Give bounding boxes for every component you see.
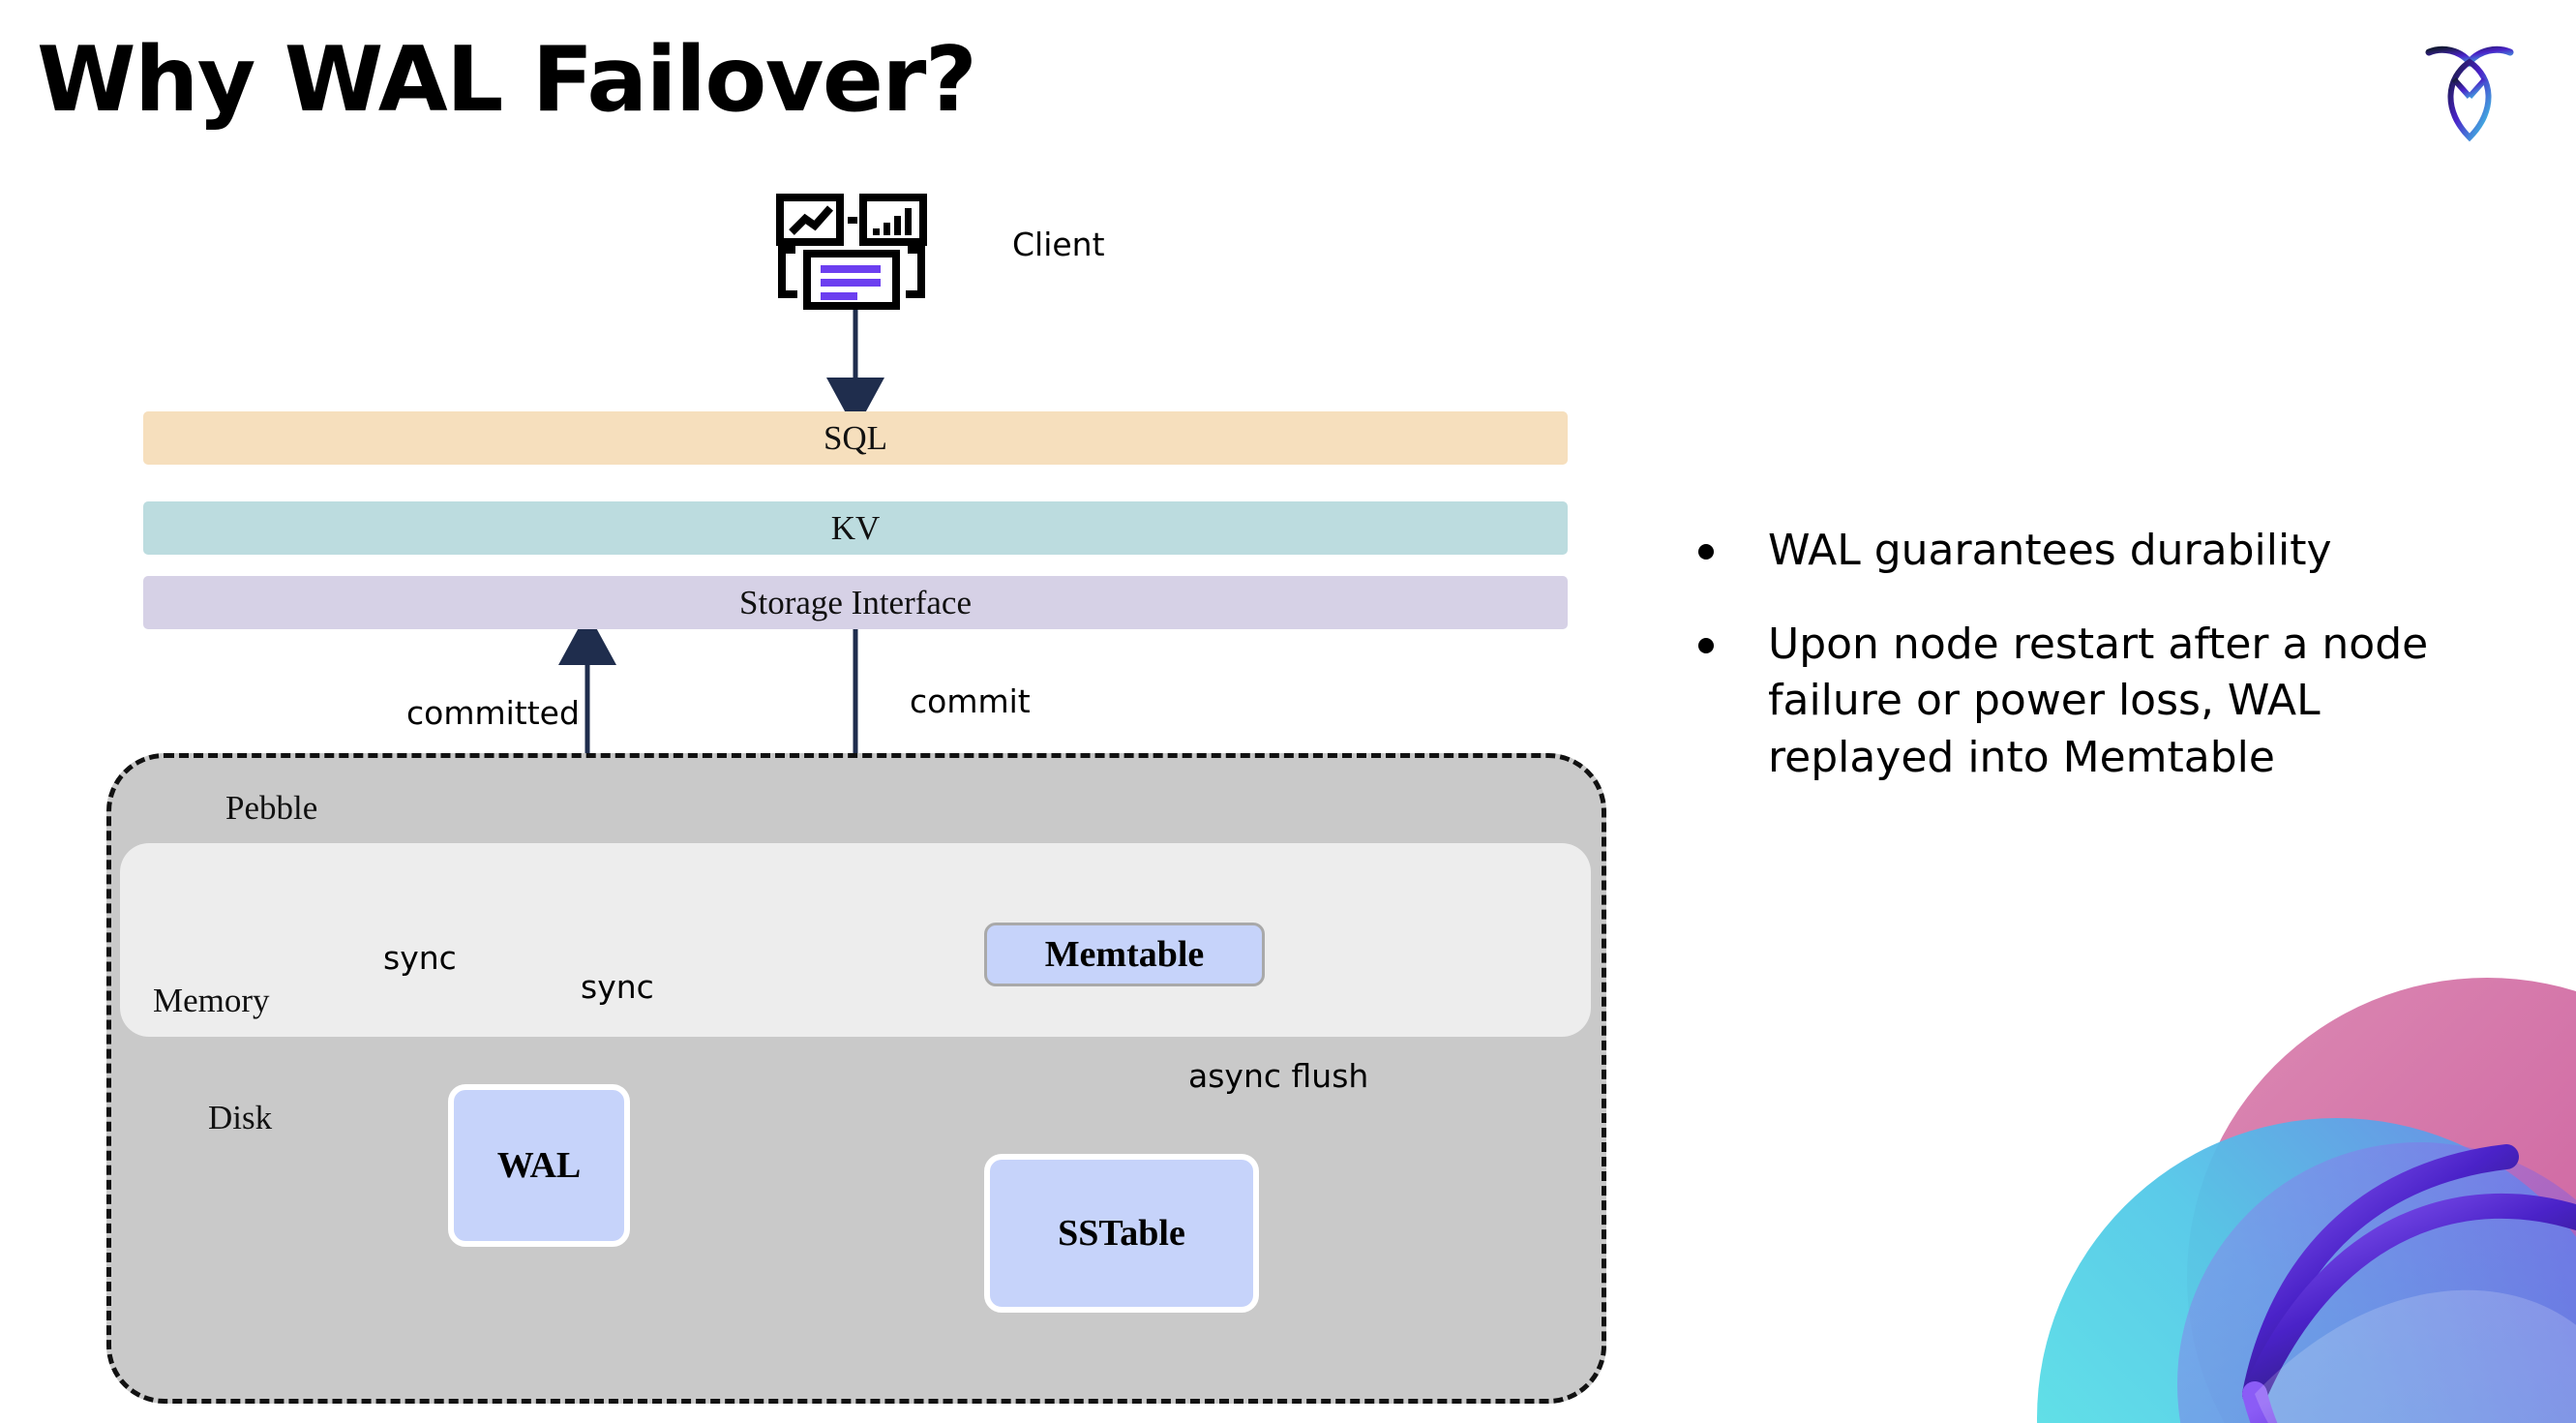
- edge-label-committed: committed: [406, 694, 580, 732]
- node-wal[interactable]: WAL: [448, 1084, 630, 1247]
- list-item: WAL guarantees durability: [1698, 523, 2501, 580]
- disk-label: Disk: [208, 1099, 273, 1136]
- layer-bar-sql[interactable]: SQL: [143, 411, 1568, 465]
- client-label: Client: [1012, 226, 1105, 263]
- node-sstable[interactable]: SSTable: [984, 1154, 1259, 1313]
- memory-label: Memory: [153, 982, 270, 1019]
- bullet-dot-icon: [1698, 637, 1714, 653]
- cockroachdb-watermark: [1964, 929, 2576, 1423]
- edge-label-sync-left: sync: [383, 939, 457, 977]
- edge-label-async-flush: async flush: [1188, 1057, 1369, 1095]
- bullet-text: WAL guarantees durability: [1768, 526, 2332, 575]
- bullet-text: Upon node restart after a node failure o…: [1768, 619, 2429, 782]
- architecture-diagram: Client SQL KV Storage Interface Pebble M…: [106, 194, 1606, 1404]
- cockroachdb-logo: [2417, 37, 2522, 143]
- layer-bar-storage-interface[interactable]: Storage Interface: [143, 576, 1568, 629]
- page-title: Why WAL Failover?: [37, 27, 977, 132]
- edge-label-sync-right: sync: [581, 968, 654, 1006]
- edge-label-commit: commit: [910, 682, 1031, 720]
- client-dashboard-icon: [774, 194, 929, 310]
- layer-bar-kv[interactable]: KV: [143, 501, 1568, 555]
- bullet-dot-icon: [1698, 544, 1714, 560]
- memory-band: [120, 843, 1591, 1037]
- bullet-list: WAL guarantees durability Upon node rest…: [1698, 523, 2501, 823]
- node-memtable[interactable]: Memtable: [984, 923, 1265, 986]
- list-item: Upon node restart after a node failure o…: [1698, 617, 2501, 787]
- pebble-label: Pebble: [225, 789, 318, 827]
